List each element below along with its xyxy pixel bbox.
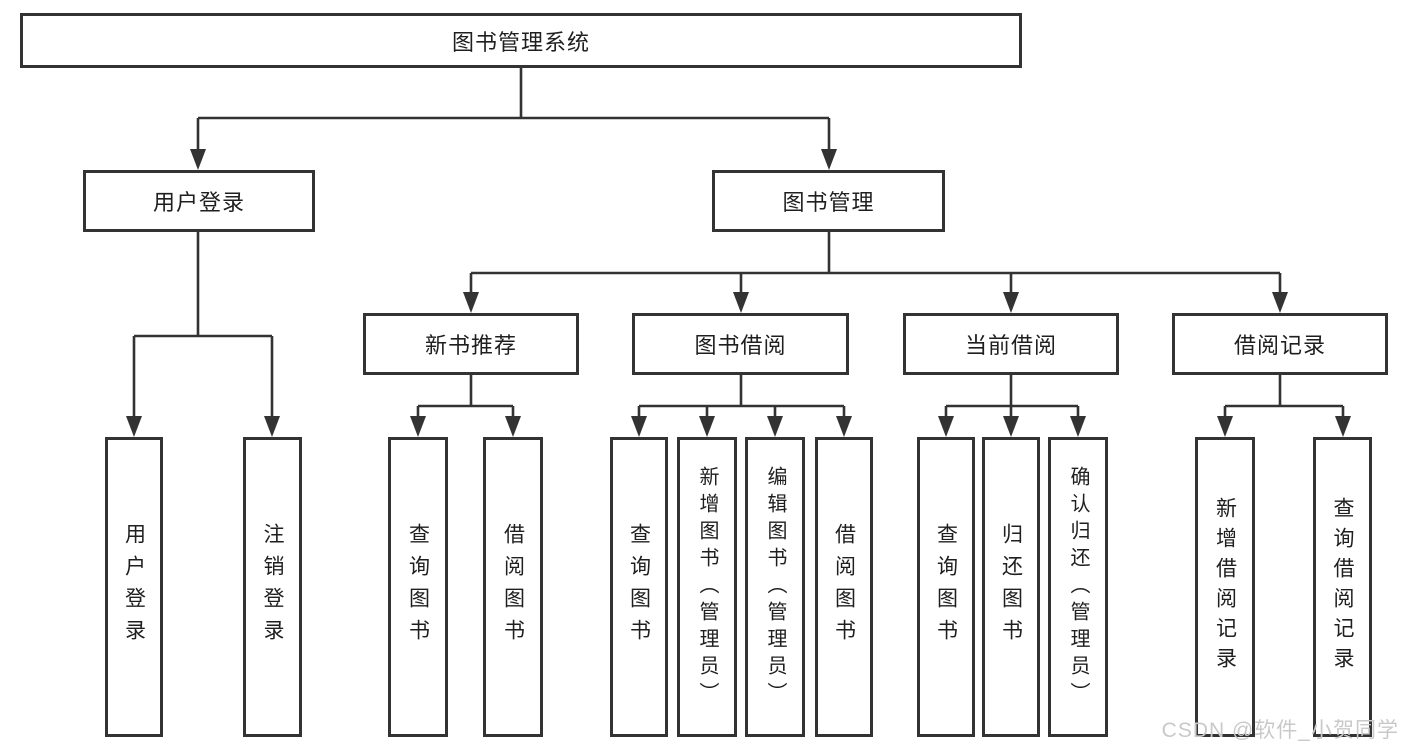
leaf-edit-books-admin: 编辑图书（管理员）: [745, 437, 805, 737]
node-user-login: 用户登录: [83, 170, 315, 232]
leaf-return-books: 归还图书: [982, 437, 1040, 737]
node-book-management: 图书管理: [712, 170, 945, 232]
node-current-borrowing: 当前借阅: [903, 313, 1119, 375]
arrowheads: [126, 149, 1351, 437]
leaf-logout: 注销登录: [243, 437, 302, 737]
leaf-borrow-books-recommend: 借阅图书: [483, 437, 543, 737]
node-new-book-recommendation: 新书推荐: [363, 313, 579, 375]
leaf-add-books-admin: 新增图书（管理员）: [677, 437, 737, 737]
csdn-watermark: CSDN @软件_小贺同学: [1161, 719, 1399, 742]
leaf-borrow-books-borrowing: 借阅图书: [815, 437, 873, 737]
node-library-management-system: 图书管理系统: [20, 13, 1022, 68]
leaf-query-borrow-record: 查询借阅记录: [1313, 437, 1372, 737]
node-borrowing-records: 借阅记录: [1172, 313, 1388, 375]
leaf-query-books-borrowing: 查询图书: [610, 437, 668, 737]
leaf-add-borrow-record: 新增借阅记录: [1195, 437, 1255, 737]
connector-group-root: [132, 68, 1345, 417]
node-book-borrowing: 图书借阅: [632, 313, 849, 375]
leaf-confirm-return-admin: 确认归还（管理员）: [1048, 437, 1108, 737]
leaf-user-login: 用户登录: [105, 437, 163, 737]
leaf-query-books-recommend: 查询图书: [388, 437, 448, 737]
leaf-query-books-current: 查询图书: [917, 437, 975, 737]
